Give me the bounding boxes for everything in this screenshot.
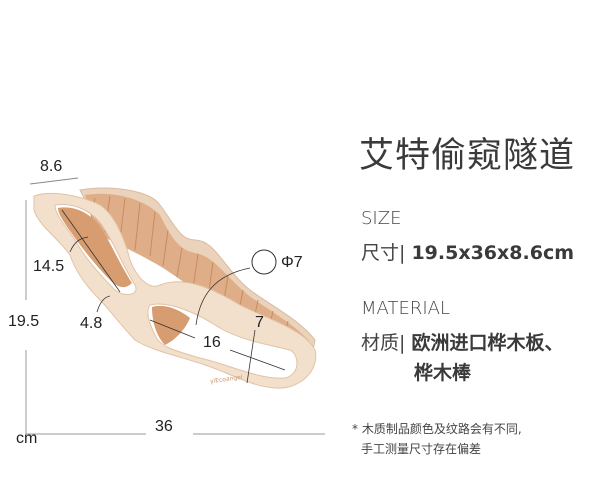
measure-16	[149, 319, 196, 339]
dim-inner-length: 14.5	[33, 258, 65, 275]
diameter-circle	[251, 249, 277, 275]
material-heading: MATERIAL	[361, 298, 450, 319]
dim-hole-diameter: Φ7	[281, 254, 303, 271]
size-heading: SIZE	[361, 208, 402, 229]
size-label: 尺寸|	[361, 242, 406, 264]
note-line-1: * 木质制品颜色及纹路会有不同,	[352, 422, 522, 436]
arrow-14-5	[69, 236, 89, 253]
dim-height: 19.5	[8, 313, 40, 330]
size-row: 尺寸| 19.5x36x8.6cm	[361, 238, 574, 265]
depth-dimension-line	[29, 177, 79, 185]
inner-hole-2-rods	[152, 305, 190, 345]
dim-hole-length: 16	[203, 334, 221, 351]
note-line-2: 手工测量尺寸存在偏差	[361, 442, 482, 456]
material-row: 材质| 欧洲进口桦木板、	[361, 328, 563, 355]
dim-length: 36	[155, 418, 173, 435]
inner-hole-1-rods	[58, 207, 132, 288]
arrow-diameter	[195, 267, 251, 326]
material-row-2: 桦木棒	[414, 358, 471, 385]
dim-depth: 8.6	[40, 158, 63, 175]
front-panel	[33, 192, 317, 389]
material-value-1: 欧洲进口桦木板、	[411, 332, 564, 354]
dim-hole-height: 7	[255, 314, 264, 331]
measure-7	[246, 329, 256, 384]
size-value: 19.5x36x8.6cm	[411, 242, 575, 264]
dim-gap: 4.8	[80, 315, 103, 332]
measure-16b	[229, 349, 286, 371]
material-value-2: 桦木棒	[414, 362, 472, 384]
measure-14-5	[61, 209, 121, 293]
product-title: 艾特偷窥隧道	[359, 136, 576, 176]
dim-unit: cm	[16, 430, 38, 447]
arrow-4-8	[96, 295, 111, 313]
material-label: 材质|	[361, 332, 406, 354]
